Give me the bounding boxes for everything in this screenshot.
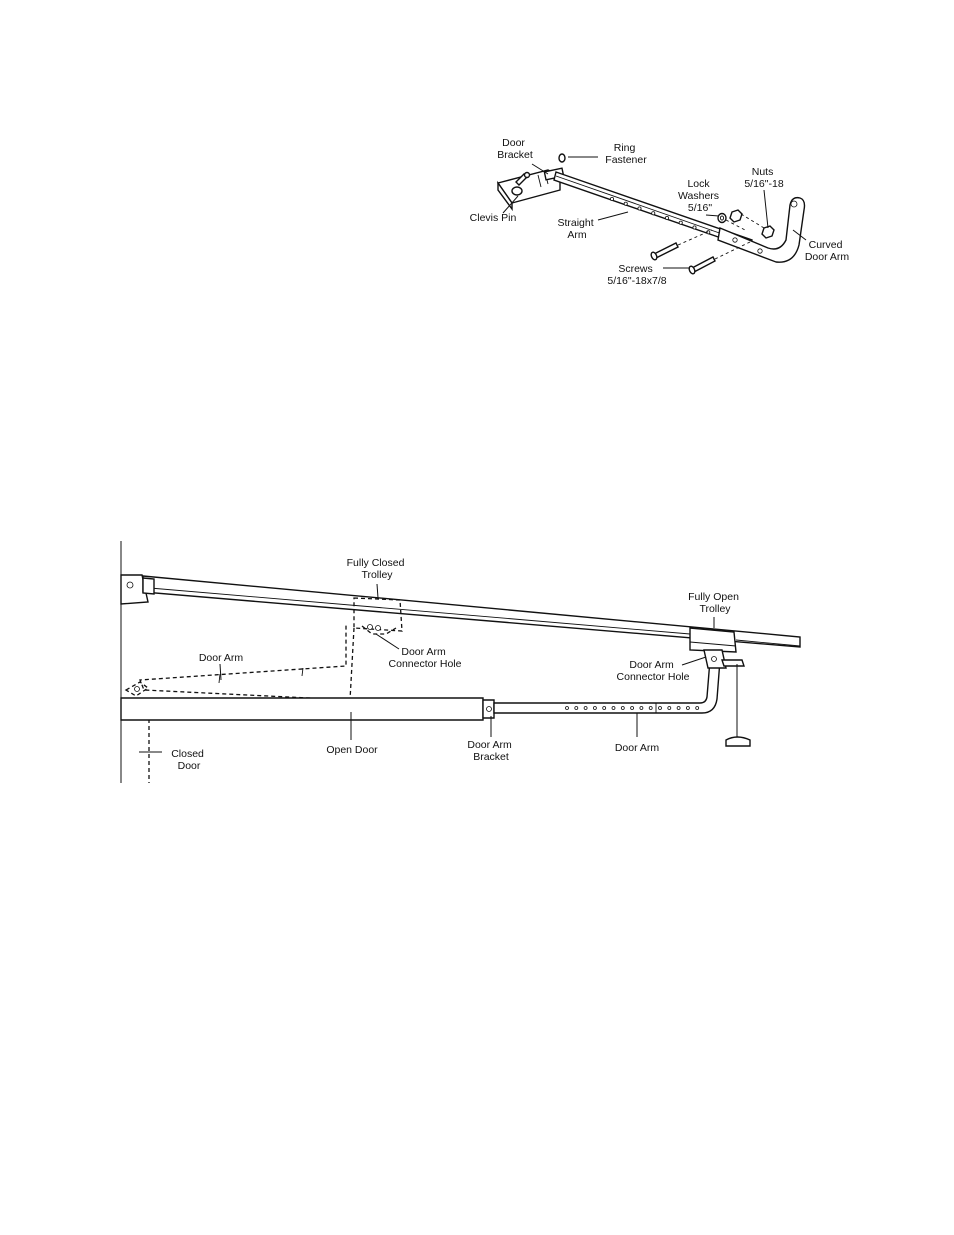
header-bracket (120, 574, 149, 605)
door-arm-open (493, 659, 721, 714)
connector-hole-left-label: Door Arm Connector Hole (389, 646, 462, 670)
opener-rail (142, 575, 801, 648)
nut-part (729, 209, 775, 239)
arm-hole (667, 706, 672, 710)
arm-hole (639, 706, 644, 710)
arm-hole (593, 706, 597, 710)
arm-hole (692, 225, 697, 230)
arm-hole (678, 220, 683, 225)
clevis-pin-label: Clevis Pin (470, 212, 517, 224)
lock-washers-label: Lock Washers 5/16" (678, 178, 722, 214)
door-arm-bracket-label: Door Arm Bracket (467, 739, 514, 763)
arm-hole (695, 706, 700, 710)
arm-hole (630, 706, 634, 710)
door-bracket-label: Door Bracket (497, 137, 533, 161)
ring-fastener-part (558, 153, 566, 163)
lock-washer-part (717, 212, 727, 224)
ring-fastener-label: Ring Fastener (605, 142, 647, 166)
arm-hole (676, 706, 681, 710)
arm-hole (583, 706, 588, 710)
fully-closed-trolley-label: Fully Closed Trolley (347, 557, 408, 581)
trolley-position-figure: Fully Closed Trolley Fully Open Trolley … (120, 541, 801, 783)
nuts-label: Nuts 5/16"-18 (744, 166, 783, 190)
connector-hole-right-label: Door Arm Connector Hole (617, 659, 690, 683)
arm-hole (610, 196, 615, 201)
door-arm-assembly-figure: Door Bracket Ring Fastener Clevis Pin St… (470, 137, 850, 287)
arm-hole (602, 706, 607, 710)
arm-hole (686, 706, 690, 710)
fully-closed-trolley (353, 597, 403, 635)
fully-open-trolley-label: Fully Open Trolley (688, 591, 742, 615)
open-door-label: Open Door (326, 744, 378, 756)
dashed-door-arm (124, 624, 355, 701)
fully-open-trolley (689, 627, 745, 669)
closed-door-label: Closed Door (171, 748, 207, 772)
arm-hole (665, 215, 670, 220)
arm-hole (574, 706, 579, 710)
curved-door-arm-part (717, 196, 806, 263)
clevis-pin-part (515, 171, 531, 186)
open-door (120, 697, 495, 721)
straight-arm-part (553, 171, 753, 249)
curved-door-arm-label: Curved Door Arm (805, 239, 850, 263)
door-arm-left-label: Door Arm (199, 652, 244, 664)
straight-arm-label: Straight Arm (557, 217, 596, 241)
arm-hole (637, 206, 642, 211)
arm-hole (623, 201, 628, 206)
arm-hole (611, 706, 616, 710)
arm-hole (651, 211, 656, 216)
arm-hole (658, 706, 662, 710)
arm-hole (620, 706, 625, 710)
arm-hole (648, 706, 653, 710)
screw-part (650, 242, 716, 275)
door-arm-right-label: Door Arm (615, 742, 660, 754)
release-handle (725, 664, 751, 747)
screws-label: Screws 5/16"-18x7/8 (607, 263, 666, 287)
arm-hole (565, 706, 569, 710)
door-bracket-part (496, 167, 565, 212)
